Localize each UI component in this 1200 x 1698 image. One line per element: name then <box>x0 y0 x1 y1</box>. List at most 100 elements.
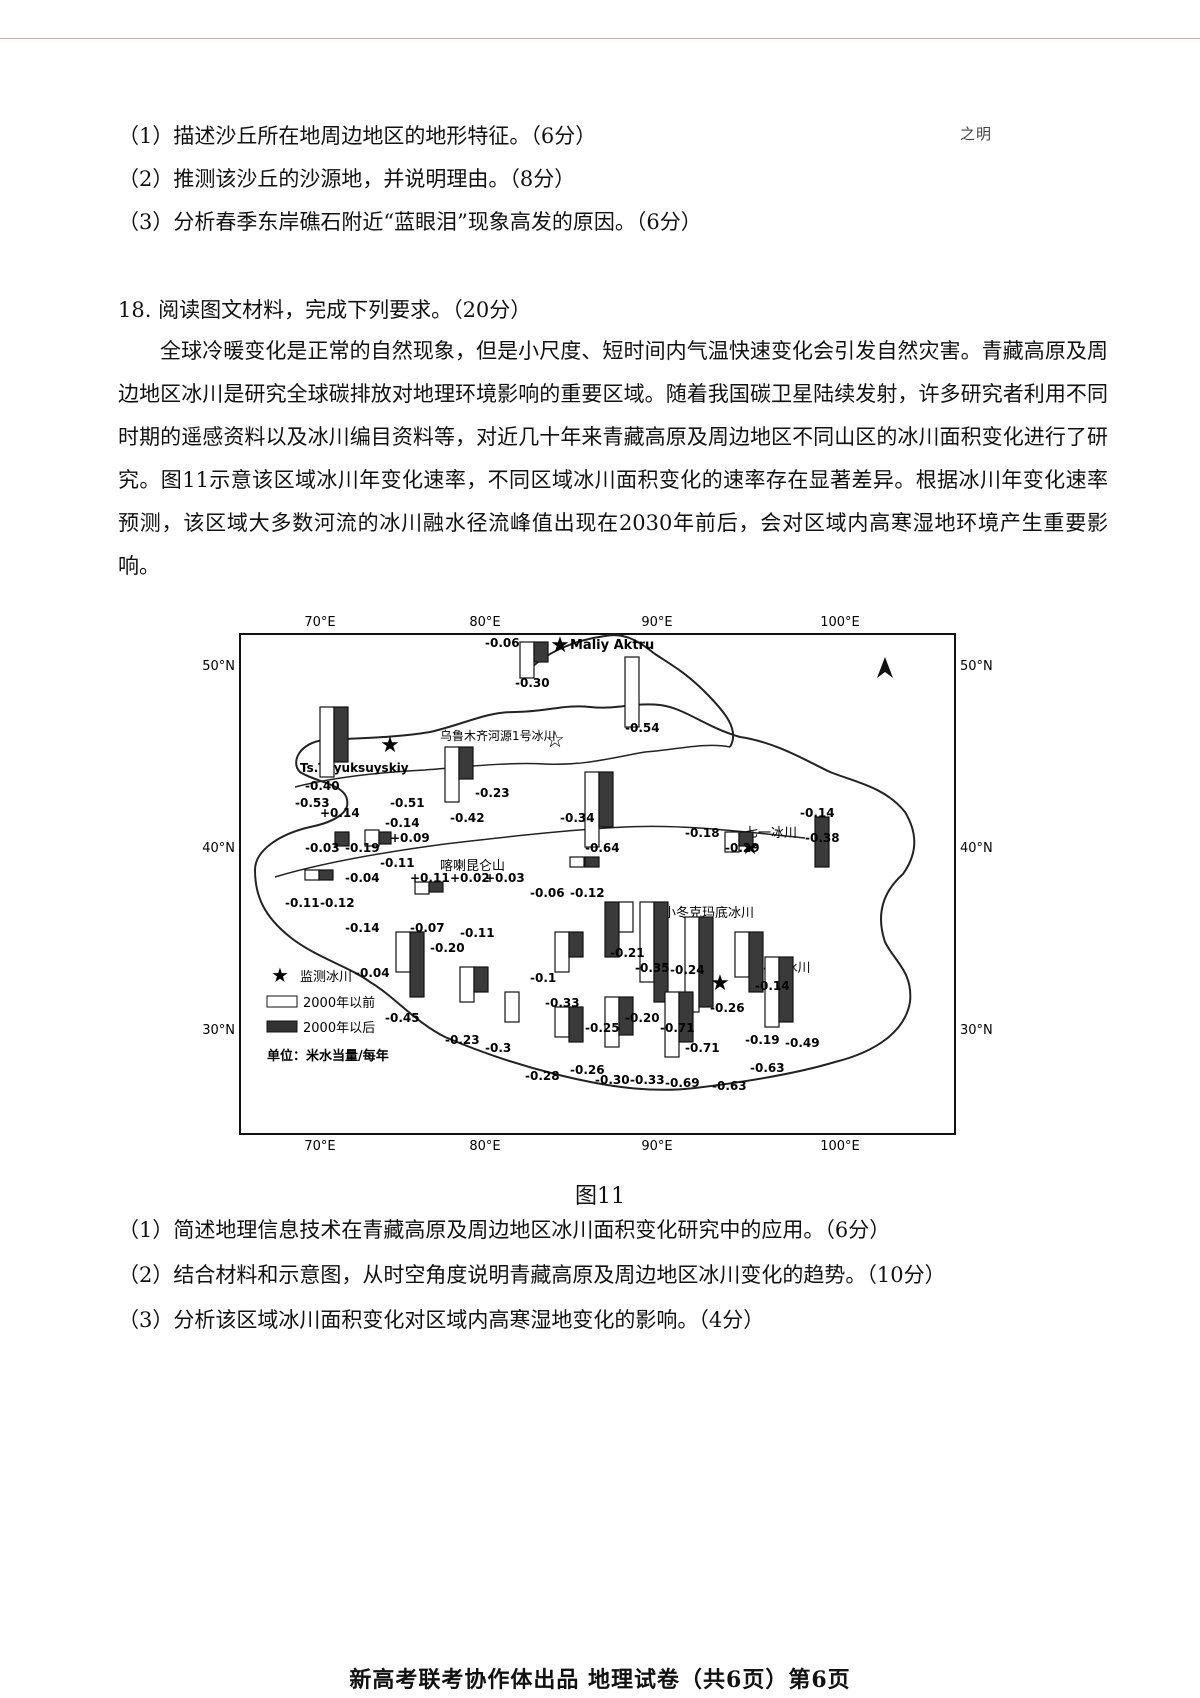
lon-top-70: 70°E <box>304 615 335 630</box>
bar-after-2000 <box>378 831 392 845</box>
lon-bottom-100: 100°E <box>820 1139 860 1152</box>
legend-monitor: 监测冰川 <box>300 970 352 985</box>
bar-before-2000 <box>554 1006 570 1038</box>
lat-left-30: 30°N <box>202 1023 235 1038</box>
glacier-rate-label: -0.34 <box>560 811 595 825</box>
glacier-rate-label: -0.30 <box>515 676 550 690</box>
q18-paragraph: 全球冷暖变化是正常的自然现象，但是小尺度、短时间内气温快速变化会引发自然灾害。青… <box>118 330 1108 588</box>
bar-after-2000 <box>458 746 474 780</box>
lat-left-40: 40°N <box>202 841 235 856</box>
prev-question-3: （3）分析春季东岸礁石附近“蓝眼泪”现象高发的原因。（6分） <box>118 210 702 234</box>
glacier-rate-label: -0.33 <box>545 996 580 1010</box>
bar-after-2000 <box>568 931 584 958</box>
glacier-rate-label: +0.03 <box>485 871 525 885</box>
top-rule <box>0 38 1200 39</box>
altai-outline <box>524 634 735 748</box>
bar-after-2000 <box>778 956 794 1023</box>
lon-bottom-80: 80°E <box>469 1139 500 1152</box>
bar-before-2000 <box>554 931 570 973</box>
glacier-rate-label: -0.04 <box>355 966 390 980</box>
place-urumqi-glacier: 乌鲁木齐河源1号冰川 <box>440 728 556 743</box>
glacier-rate-label: +0.11 <box>410 871 450 885</box>
bar-group <box>304 641 830 1058</box>
glacier-rate-label: -0.1 <box>530 971 556 985</box>
glacier-rate-label: -0.30 <box>595 1073 630 1087</box>
bar-after-2000 <box>409 931 425 998</box>
glacier-rate-label: +0.09 <box>390 831 430 845</box>
figure-caption: 图11 <box>575 1184 625 1209</box>
glacier-rate-label: -0.24 <box>670 963 705 977</box>
glacier-rate-label: -0.11 <box>460 926 495 940</box>
bar-before-2000 <box>624 656 640 728</box>
glacier-rate-label: -0.06 <box>530 886 565 900</box>
bar-after-2000 <box>698 916 714 1008</box>
glacier-rate-label: -0.64 <box>585 841 620 855</box>
glacier-rate-label: -0.63 <box>750 1061 785 1075</box>
glacier-rate-label: -0.12 <box>320 896 355 910</box>
glacier-rate-label: -0.14 <box>385 816 420 830</box>
q18-paragraph-text: 全球冷暖变化是正常的自然现象，但是小尺度、短时间内气温快速变化会引发自然灾害。青… <box>118 339 1108 578</box>
glacier-rate-label: -0.40 <box>305 779 340 793</box>
bar-after-2000 <box>598 771 614 828</box>
lat-right-40: 40°N <box>960 841 993 856</box>
glacier-rate-label: -0.71 <box>660 1021 695 1035</box>
glacier-rate-label: -0.14 <box>345 921 380 935</box>
prev-question-1: （1）描述沙丘所在地周边地区的地形特征。（6分） <box>118 124 597 148</box>
legend-after: 2000年以后 <box>303 1021 375 1036</box>
glacier-rate-label: -0.69 <box>665 1076 700 1090</box>
glacier-rate-label: -0.12 <box>570 886 605 900</box>
bar-after-2000 <box>653 901 669 1003</box>
monitor-star-icon: ★ <box>380 733 400 758</box>
bar-before-2000 <box>519 641 535 679</box>
glacier-rate-label: -0.63 <box>712 1079 747 1093</box>
glacier-rate-label: -0.20 <box>430 941 465 955</box>
bar-before-2000 <box>569 856 585 868</box>
glacier-rate-label: -0.49 <box>785 1036 820 1050</box>
glacier-rate-label: -0.29 <box>725 841 760 855</box>
bar-after-2000 <box>738 831 754 847</box>
place-karakoram: 喀喇昆仑山 <box>440 858 505 874</box>
lon-top-90: 90°E <box>641 615 672 630</box>
glacier-rate-label: -0.14 <box>755 979 790 993</box>
glacier-rate-label: -0.26 <box>570 1063 605 1077</box>
value-label-group: -0.06-0.30-0.54-0.53-0.40-0.51-0.42-0.23… <box>285 636 840 1093</box>
bar-after-2000 <box>584 856 600 868</box>
bar-before-2000 <box>304 869 320 881</box>
bar-before-2000 <box>319 706 335 778</box>
legend-after-swatch <box>266 1020 298 1033</box>
bar-before-2000 <box>734 931 750 978</box>
glacier-rate-label: -0.38 <box>805 831 840 845</box>
glacier-rate-label: -0.07 <box>410 921 445 935</box>
glacier-rate-label: -0.45 <box>385 1011 420 1025</box>
bar-before-2000 <box>584 771 600 848</box>
bar-before-2000 <box>444 746 460 803</box>
bar-after-2000 <box>568 1006 584 1043</box>
prev-question-2: （2）推测该沙丘的沙源地，并说明理由。（8分） <box>118 167 576 191</box>
tianshan-outline <box>294 744 731 788</box>
monitor-star-icon: ★ <box>550 633 570 658</box>
glacier-rate-label: -0.51 <box>390 796 425 810</box>
glacier-rate-label: -0.54 <box>625 721 660 735</box>
glacier-change-map: 70°E 80°E 90°E 100°E 70°E 80°E 90°E 100°… <box>202 615 993 1152</box>
kunlun-outline <box>274 825 806 878</box>
glacier-rate-label: -0.19 <box>345 841 380 855</box>
glacier-rate-label: -0.04 <box>345 871 380 885</box>
bar-after-2000 <box>748 931 764 993</box>
lat-right-30: 30°N <box>960 1023 993 1038</box>
glacier-rate-label: -0.18 <box>685 826 720 840</box>
glacier-rate-label: -0.42 <box>450 811 485 825</box>
sub-question-3: （3）分析该区域冰川面积变化对区域内高寒湿地变化的影响。（4分） <box>118 1308 765 1332</box>
lon-top-100: 100°E <box>820 615 860 630</box>
lon-bottom-90: 90°E <box>641 1139 672 1152</box>
glacier-rate-label: -0.06 <box>485 636 520 650</box>
q18-heading: 18. 阅读图文材料，完成下列要求。（20分） <box>118 298 532 322</box>
glacier-rate-label: -0.11 <box>285 896 320 910</box>
legend-before: 2000年以前 <box>303 995 375 1011</box>
bar-before-2000 <box>618 901 634 933</box>
place-qiyi-glacier: 七一冰川 <box>745 826 797 841</box>
sub-question-2: （2）结合材料和示意图，从时空角度说明青藏高原及周边地区冰川变化的趋势。（10分… <box>118 1263 946 1287</box>
lat-left-50: 50°N <box>202 659 235 674</box>
glacier-rate-label: -0.20 <box>625 1011 660 1025</box>
glacier-rate-label: -0.28 <box>525 1069 560 1083</box>
glacier-rate-label: -0.53 <box>295 796 330 810</box>
